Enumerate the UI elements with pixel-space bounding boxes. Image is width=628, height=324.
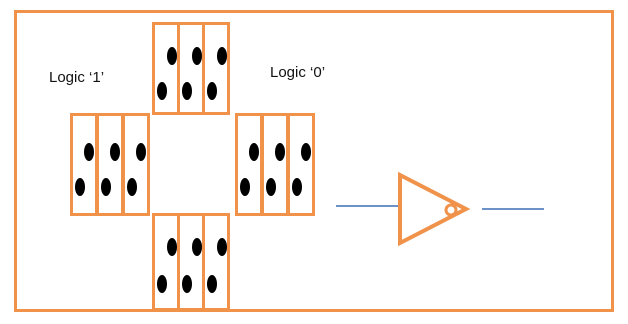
quantum-dot-cell — [152, 213, 180, 311]
quantum-dot — [207, 82, 217, 100]
quantum-dot-cell — [202, 22, 230, 115]
quantum-dot — [157, 82, 167, 100]
quantum-dot — [249, 143, 259, 161]
quantum-dot-cell — [122, 113, 150, 216]
quantum-dot — [136, 143, 146, 161]
quantum-dot — [301, 143, 311, 161]
quantum-dot — [217, 238, 227, 256]
quantum-dot — [101, 178, 111, 196]
quantum-dot — [240, 178, 250, 196]
quantum-dot — [207, 275, 217, 293]
quantum-dot — [167, 238, 177, 256]
quantum-dot — [192, 238, 202, 256]
quantum-dot — [127, 178, 137, 196]
diagram-frame — [14, 10, 614, 312]
quantum-dot — [110, 143, 120, 161]
quantum-dot — [182, 275, 192, 293]
logic-one-label: Logic ‘1’ — [49, 69, 105, 86]
quantum-dot — [266, 178, 276, 196]
quantum-dot — [75, 178, 85, 196]
quantum-dot — [192, 47, 202, 65]
quantum-dot — [84, 143, 94, 161]
quantum-dot — [157, 275, 167, 293]
quantum-dot-cell — [202, 213, 230, 311]
quantum-dot — [217, 47, 227, 65]
quantum-dot — [292, 178, 302, 196]
quantum-dot — [275, 143, 285, 161]
quantum-dot — [182, 82, 192, 100]
quantum-dot-cell — [235, 113, 263, 216]
quantum-dot-cell — [152, 22, 180, 115]
quantum-dot-cell — [287, 113, 315, 216]
logic-zero-label: Logic ‘0’ — [270, 64, 326, 81]
not-gate-icon — [398, 171, 471, 247]
quantum-dot — [167, 47, 177, 65]
